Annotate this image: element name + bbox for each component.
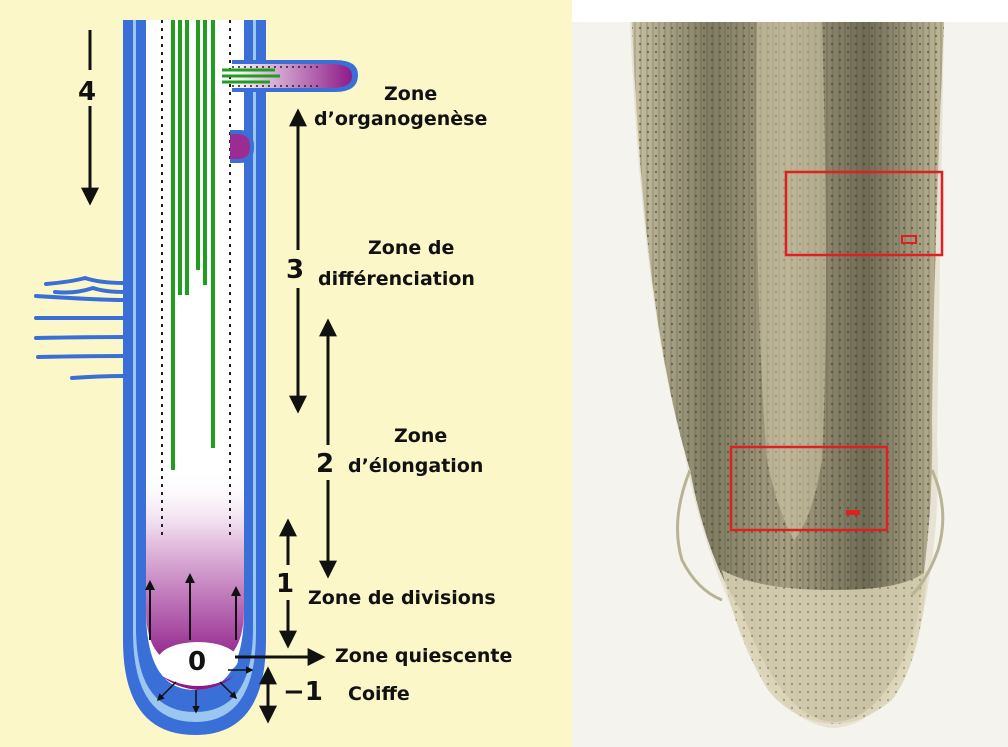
zone-2-number: 2 bbox=[316, 449, 334, 479]
quiescent-marker: 0 bbox=[188, 647, 206, 677]
highlight-marker-lower bbox=[846, 510, 860, 515]
label-elongation-line1: Zone bbox=[394, 425, 447, 447]
label-divisions: Zone de divisions bbox=[308, 587, 496, 609]
zone-3-number: 3 bbox=[286, 255, 304, 285]
micrograph-border bbox=[572, 0, 1008, 22]
lateral-root-primordium-inner bbox=[230, 134, 250, 159]
zone-1-number: 1 bbox=[276, 569, 294, 599]
meristem-zone bbox=[146, 470, 244, 668]
label-coiffe: Coiffe bbox=[348, 683, 410, 705]
label-elongation-line2: d’élongation bbox=[348, 455, 483, 477]
label-quiescente: Zone quiescente bbox=[335, 645, 512, 667]
label-differenciation-line1: Zone de bbox=[368, 237, 454, 259]
label-organogenese-line1: Zone bbox=[384, 83, 437, 105]
label-differenciation-line2: différenciation bbox=[318, 268, 475, 290]
root-zones-diagram: 4 3 2 1 0 −1 Zone d’organogenèse Zone de… bbox=[0, 0, 572, 747]
growth-arrow-number: 4 bbox=[78, 77, 96, 107]
coiffe-number: −1 bbox=[283, 677, 323, 707]
root-tip-micrograph bbox=[572, 0, 1008, 747]
label-organogenese-line2: d’organogenèse bbox=[314, 108, 487, 130]
